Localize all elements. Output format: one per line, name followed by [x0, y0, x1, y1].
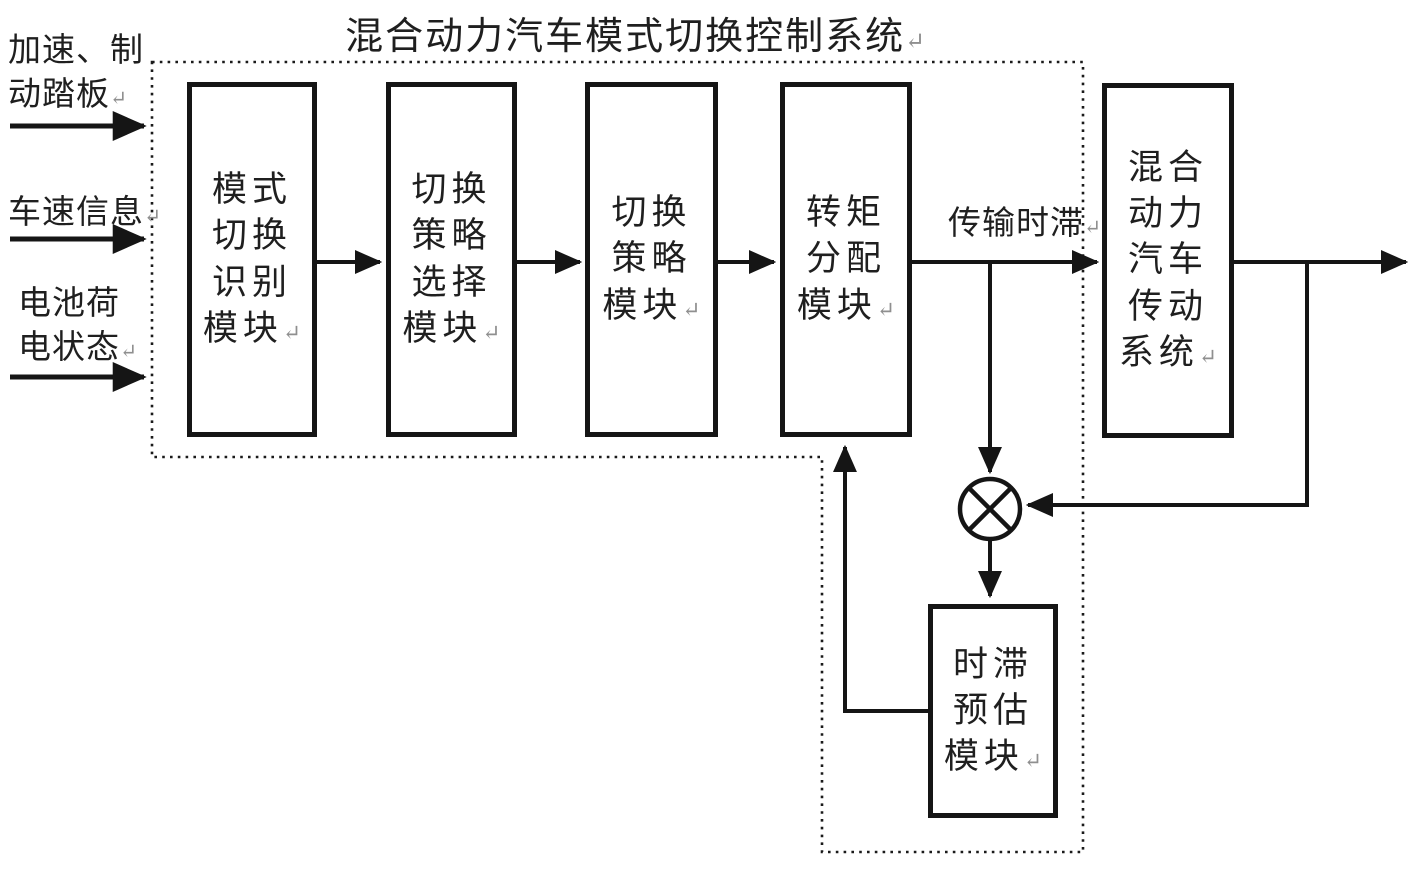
flow-arrows: [317, 250, 1409, 713]
arrow-output-feedback-to-junction: [1025, 262, 1309, 517]
module-hev-drivetrain: 混合 动力 汽车 传动 系统↵: [1102, 83, 1234, 438]
paragraph-mark: ↵: [876, 297, 896, 322]
module-label: 时滞 预估 模块: [943, 644, 1033, 777]
input-label-vehicle-speed: 车速信息↵: [8, 192, 161, 236]
multiply-junction-icon: [957, 476, 1023, 542]
input-text: 车速信息: [8, 195, 144, 231]
paragraph-mark: ↵: [282, 320, 302, 345]
module-label: 模式 切换 识别 模块: [202, 170, 292, 348]
annotation-transmission-delay: 传输时滞↵: [948, 196, 1101, 244]
module-delay-estimation: 时滞 预估 模块↵: [928, 604, 1058, 818]
paragraph-mark: ↵: [905, 29, 925, 55]
paragraph-mark: ↵: [682, 297, 701, 322]
paragraph-mark: ↵: [1023, 749, 1043, 774]
paragraph-mark: ↵: [110, 87, 128, 110]
diagram-title: 混合动力汽车模式切换控制系统↵: [170, 5, 1100, 60]
paragraph-mark: ↵: [120, 340, 138, 363]
diagram-title-text: 混合动力汽车模式切换控制系统: [345, 16, 906, 58]
input-label-accel-brake-pedal: 加速、制 动踏板↵: [8, 30, 144, 117]
arrow-delay-feedback-to-torque: [833, 444, 928, 713]
paragraph-mark: ↵: [144, 206, 162, 228]
system-boundary-dashed: [150, 60, 1085, 854]
module-label: 转矩 分配 模块: [796, 193, 886, 325]
input-arrows: [10, 111, 147, 392]
module-label: 切换 策略 模块: [602, 193, 692, 325]
module-switch-strategy-selection: 切换 策略 选择 模块↵: [386, 82, 517, 437]
input-text: 电池荷 电状态: [18, 286, 120, 366]
module-label: 切换 策略 选择 模块: [402, 170, 492, 348]
paragraph-mark: ↵: [1198, 344, 1218, 369]
module-label: 混合 动力 汽车 传动 系统: [1118, 148, 1208, 372]
module-mode-switch-recognition: 模式 切换 识别 模块↵: [187, 82, 317, 437]
input-text: 加速、制 动踏板: [8, 33, 144, 113]
annotation-text: 传输时滞: [948, 206, 1084, 242]
module-switch-strategy: 切换 策略 模块↵: [585, 82, 718, 437]
paragraph-mark: ↵: [1084, 217, 1102, 239]
paragraph-mark: ↵: [482, 320, 501, 345]
module-torque-distribution: 转矩 分配 模块↵: [780, 82, 912, 437]
input-label-battery-soc: 电池荷 电状态↵: [18, 283, 137, 370]
